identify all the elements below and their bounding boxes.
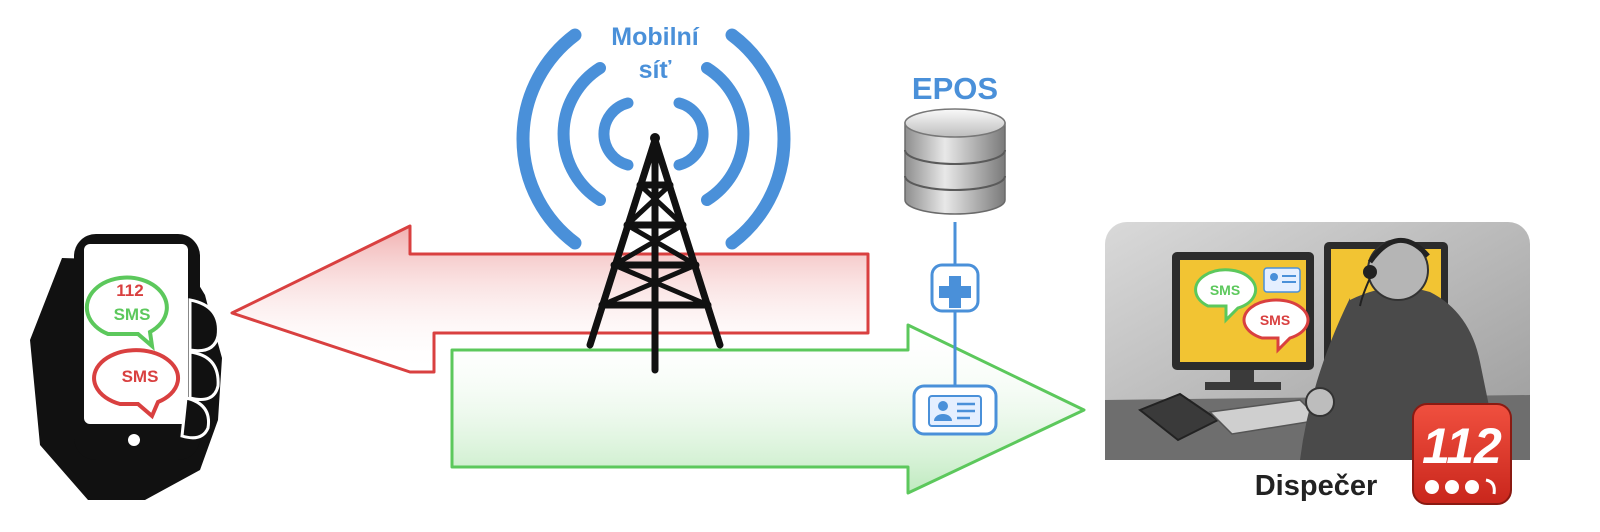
red-arrow-to-phone <box>230 224 870 374</box>
database-label: EPOS <box>912 71 998 106</box>
network-label-line2: síť <box>639 56 672 84</box>
phone-bubble-bottom: SMS <box>92 348 181 420</box>
radio-waves-icon <box>516 28 791 250</box>
monitor-bubble-green-text: SMS <box>1210 282 1240 298</box>
phone-bubble-top: 112 SMS <box>84 275 169 351</box>
id-card-icon <box>912 384 998 436</box>
network-label-line1: Mobilní <box>611 23 700 51</box>
phone-bubble-number: 112 <box>116 281 143 300</box>
badge-number: 112 <box>1422 418 1502 474</box>
monitor-bubble-red: SMS <box>1242 298 1310 354</box>
antenna-tower-icon <box>586 133 724 374</box>
medical-cross-icon <box>930 263 980 313</box>
monitor-bubble-green: SMS <box>1194 268 1258 324</box>
dispatcher-label: Dispečer <box>1255 470 1378 502</box>
phone-bubble-top-text: SMS <box>114 305 151 324</box>
monitor-bubble-red-text: SMS <box>1260 312 1290 328</box>
phone-bubble-bottom-text: SMS <box>122 367 159 386</box>
database-icon <box>904 108 1006 215</box>
green-arrow-to-dispatcher <box>450 323 1086 495</box>
emergency-112-badge-icon: 112 <box>1412 403 1512 505</box>
